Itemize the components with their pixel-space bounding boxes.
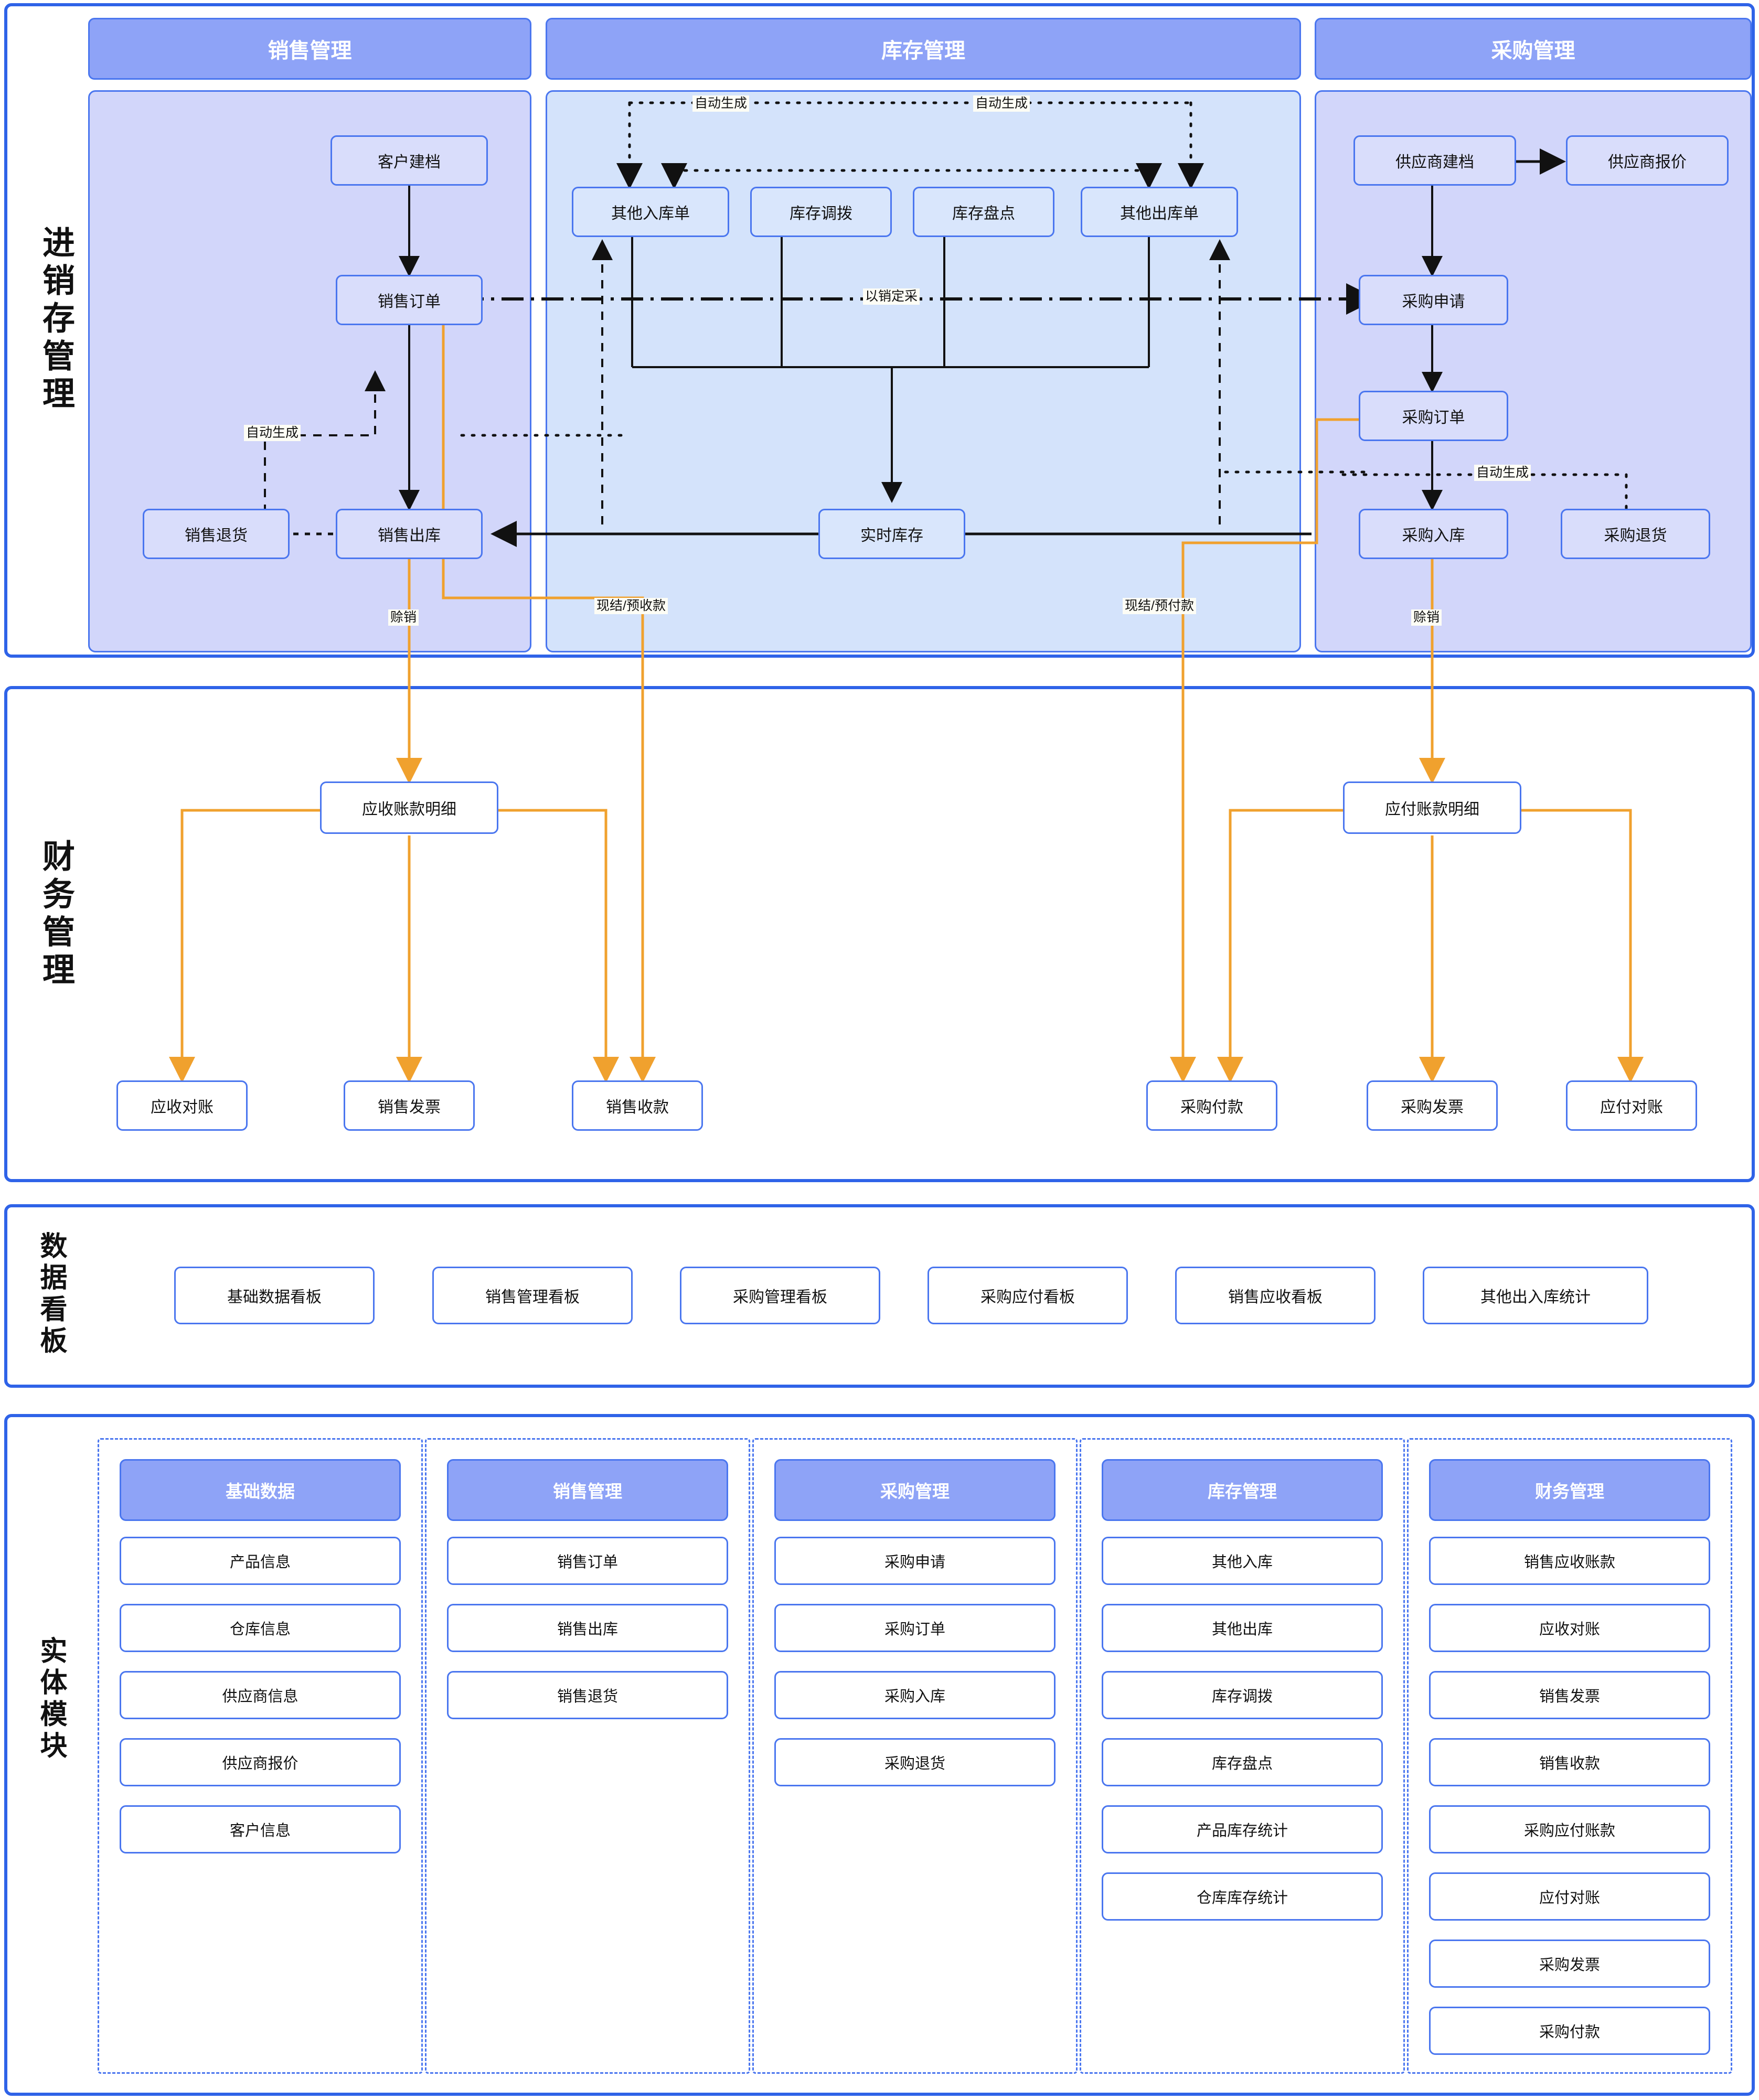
entity-column-header-2: 采购管理 [774, 1459, 1056, 1521]
node-purchase-request[interactable]: 采购申请 [1359, 275, 1508, 325]
edge-label-auto-gen-stock-right: 自动生成 [973, 95, 1030, 112]
entity-item-1-0[interactable]: 销售订单 [447, 1537, 728, 1585]
dashboard-button-2[interactable]: 采购管理看板 [680, 1267, 880, 1324]
entity-item-4-0[interactable]: 销售应收账款 [1429, 1537, 1710, 1585]
module-header-sales: 销售管理 [88, 18, 531, 80]
entity-column-header-1: 销售管理 [447, 1459, 728, 1521]
entity-item-0-0[interactable]: 产品信息 [120, 1537, 401, 1585]
entity-item-1-2[interactable]: 销售退货 [447, 1671, 728, 1719]
entity-item-0-3[interactable]: 供应商报价 [120, 1738, 401, 1786]
node-ar-reconcile[interactable]: 应收对账 [116, 1080, 248, 1131]
edge-label-auto-gen-stock-left: 自动生成 [692, 95, 750, 112]
module-header-stock: 库存管理 [546, 18, 1301, 80]
node-customer-profile[interactable]: 客户建档 [331, 135, 488, 186]
entity-item-4-6[interactable]: 采购发票 [1429, 1940, 1710, 1988]
entity-item-4-7[interactable]: 采购付款 [1429, 2007, 1710, 2055]
entity-item-3-0[interactable]: 其他入库 [1102, 1537, 1383, 1585]
edge-label-auto-gen-purchase: 自动生成 [1474, 465, 1531, 481]
node-sales-order[interactable]: 销售订单 [336, 275, 483, 325]
module-body-stock [546, 90, 1301, 652]
node-supplier-quote[interactable]: 供应商报价 [1566, 135, 1729, 186]
entity-column-4 [1407, 1438, 1732, 2074]
node-purchase-order[interactable]: 采购订单 [1359, 391, 1508, 441]
edge-label-sales-driven-purchase: 以销定采 [863, 288, 920, 305]
entity-item-0-1[interactable]: 仓库信息 [120, 1604, 401, 1652]
dashboard-button-5[interactable]: 其他出入库统计 [1423, 1267, 1648, 1324]
band-label-entity: 实体模块 [36, 1636, 66, 1763]
node-sales-invoice[interactable]: 销售发票 [344, 1080, 475, 1131]
entity-item-2-1[interactable]: 采购订单 [774, 1604, 1056, 1652]
entity-column-0 [98, 1438, 423, 2074]
node-purchase-payment[interactable]: 采购付款 [1146, 1080, 1277, 1131]
node-supplier-profile[interactable]: 供应商建档 [1353, 135, 1516, 186]
node-stock-count[interactable]: 库存盘点 [913, 187, 1054, 237]
band-label-finance: 财务管理 [37, 839, 73, 990]
node-ar-detail[interactable]: 应收账款明细 [320, 781, 498, 834]
edge-label-cash-prepay-pay: 现结/预付款 [1123, 598, 1196, 614]
entity-item-1-1[interactable]: 销售出库 [447, 1604, 728, 1652]
node-purchase-return[interactable]: 采购退货 [1561, 509, 1710, 559]
entity-item-4-2[interactable]: 销售发票 [1429, 1671, 1710, 1719]
node-stock-transfer[interactable]: 库存调拨 [750, 187, 892, 237]
node-purchase-invoice[interactable]: 采购发票 [1367, 1080, 1498, 1131]
entity-item-3-4[interactable]: 产品库存统计 [1102, 1805, 1383, 1853]
entity-column-2 [752, 1438, 1078, 2074]
entity-item-3-2[interactable]: 库存调拨 [1102, 1671, 1383, 1719]
entity-item-3-5[interactable]: 仓库库存统计 [1102, 1872, 1383, 1921]
module-header-purchase: 采购管理 [1315, 18, 1752, 80]
node-sales-outbound[interactable]: 销售出库 [336, 509, 483, 559]
entity-item-2-0[interactable]: 采购申请 [774, 1537, 1056, 1585]
entity-item-2-2[interactable]: 采购入库 [774, 1671, 1056, 1719]
dashboard-button-3[interactable]: 采购应付看板 [928, 1267, 1128, 1324]
entity-column-3 [1080, 1438, 1405, 2074]
band-label-inventory: 进销存管理 [37, 226, 73, 414]
entity-column-header-0: 基础数据 [120, 1459, 401, 1521]
entity-item-3-3[interactable]: 库存盘点 [1102, 1738, 1383, 1786]
edge-label-auto-gen-sales: 自动生成 [244, 425, 301, 441]
node-purchase-inbound[interactable]: 采购入库 [1359, 509, 1508, 559]
node-ap-detail[interactable]: 应付账款明细 [1343, 781, 1521, 834]
edge-label-cash-prepay-receive: 现结/预收款 [594, 598, 668, 614]
entity-column-header-4: 财务管理 [1429, 1459, 1710, 1521]
node-sales-return[interactable]: 销售退货 [143, 509, 290, 559]
node-sales-receipt[interactable]: 销售收款 [572, 1080, 703, 1131]
edge-label-credit-sale-right: 赊销 [1411, 609, 1442, 626]
entity-column-header-3: 库存管理 [1102, 1459, 1383, 1521]
entity-item-4-3[interactable]: 销售收款 [1429, 1738, 1710, 1786]
entity-item-0-2[interactable]: 供应商信息 [120, 1671, 401, 1719]
band-label-dashboard: 数据看板 [36, 1231, 66, 1358]
node-other-inbound-doc[interactable]: 其他入库单 [572, 187, 729, 237]
dashboard-button-4[interactable]: 销售应收看板 [1175, 1267, 1376, 1324]
entity-column-1 [425, 1438, 750, 2074]
dashboard-button-1[interactable]: 销售管理看板 [432, 1267, 633, 1324]
node-realtime-stock[interactable]: 实时库存 [818, 509, 965, 559]
node-other-outbound-doc[interactable]: 其他出库单 [1081, 187, 1238, 237]
dashboard-button-0[interactable]: 基础数据看板 [174, 1267, 375, 1324]
node-ap-reconcile[interactable]: 应付对账 [1566, 1080, 1697, 1131]
entity-item-0-4[interactable]: 客户信息 [120, 1805, 401, 1853]
entity-item-3-1[interactable]: 其他出库 [1102, 1604, 1383, 1652]
entity-item-4-5[interactable]: 应付对账 [1429, 1872, 1710, 1921]
entity-item-4-4[interactable]: 采购应付账款 [1429, 1805, 1710, 1853]
edge-label-credit-sale-left: 赊销 [388, 609, 419, 626]
entity-item-2-3[interactable]: 采购退货 [774, 1738, 1056, 1786]
entity-item-4-1[interactable]: 应收对账 [1429, 1604, 1710, 1652]
